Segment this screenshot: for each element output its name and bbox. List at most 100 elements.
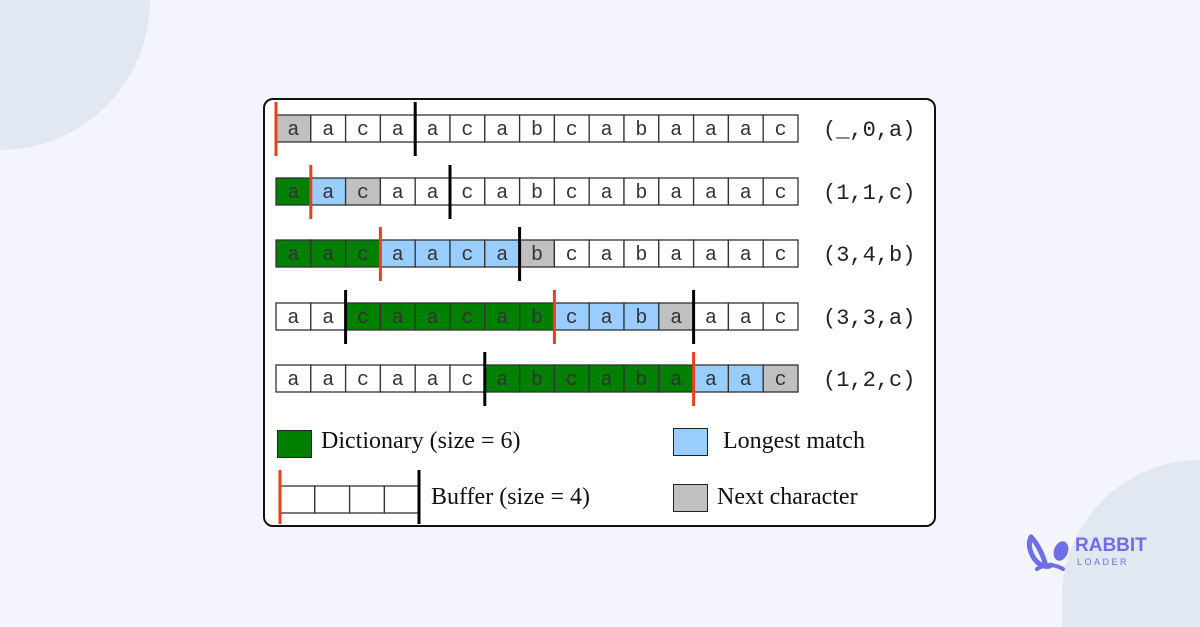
legend-dictionary-label: Dictionary (size = 6) <box>321 428 521 454</box>
sequence-cell <box>518 364 556 393</box>
cell-char: a <box>392 119 404 142</box>
cell-char: a <box>705 119 717 142</box>
cell-char: a <box>392 182 404 205</box>
cell-char: a <box>705 369 717 392</box>
cell-char: a <box>740 307 752 330</box>
sequence-cell <box>727 302 764 331</box>
cell-char: c <box>566 369 578 392</box>
cell-char: a <box>670 182 682 205</box>
output-tuple: (3,3,a) <box>823 306 915 331</box>
sequence-cell <box>344 114 382 143</box>
sequence-cell <box>344 239 382 268</box>
cell-char: a <box>427 244 439 267</box>
cell-char: c <box>357 244 369 267</box>
cell-char: b <box>635 369 647 392</box>
sequence-cell <box>379 364 416 393</box>
sequence-cell <box>275 364 312 393</box>
sequence-cell <box>553 239 590 268</box>
decor-circle-top-left <box>0 0 150 150</box>
legend-dictionary-swatch <box>277 430 312 458</box>
cell-char: a <box>392 244 404 267</box>
sequence-cell <box>449 114 486 143</box>
cell-char: b <box>531 307 543 330</box>
cell-char: b <box>531 244 543 267</box>
cell-char: a <box>322 119 334 142</box>
cell-char: a <box>496 369 508 392</box>
logo-brand-text: RABBIT <box>1075 535 1147 556</box>
output-tuple: (1,1,c) <box>823 181 915 206</box>
cell-char: a <box>322 369 334 392</box>
sequence-cell <box>762 239 799 268</box>
cell-char: a <box>601 119 613 142</box>
cell-char: a <box>427 182 439 205</box>
rabbit-ears-icon <box>1026 534 1069 571</box>
cell-char: c <box>461 182 473 205</box>
sequence-cell <box>658 302 695 331</box>
cell-char: c <box>461 307 473 330</box>
cell-char: a <box>705 307 717 330</box>
cell-char: b <box>635 307 647 330</box>
sequence-cell <box>449 302 486 331</box>
sequence-cell <box>518 114 556 143</box>
sequence-cell <box>310 239 347 268</box>
legend-buffer-cell <box>348 485 386 514</box>
legend-buffer-cell <box>314 485 351 514</box>
cell-char: c <box>566 244 578 267</box>
sequence-cell <box>518 177 556 206</box>
legend-buffer-label: Buffer (size = 4) <box>431 484 591 510</box>
sequence-cell <box>762 177 799 206</box>
sequence-cell <box>414 239 451 268</box>
cell-char: a <box>670 244 682 267</box>
cell-char: c <box>775 182 787 205</box>
cell-char: c <box>357 307 369 330</box>
sequence-cell <box>588 114 625 143</box>
legend-longest-match-label: Longest match <box>723 428 865 454</box>
cell-char: c <box>566 119 578 142</box>
cell-char: b <box>531 119 543 142</box>
sequence-cell <box>414 302 451 331</box>
sequence-cell <box>379 114 416 143</box>
cell-char: a <box>740 369 752 392</box>
cell-char: c <box>775 119 787 142</box>
sequence-cell <box>658 239 695 268</box>
sequence-cell <box>484 239 521 268</box>
cell-char: c <box>461 244 473 267</box>
cell-char: a <box>601 244 613 267</box>
sequence-cell <box>692 302 730 331</box>
sequence-cell <box>344 302 382 331</box>
sequence-cell <box>692 114 730 143</box>
cell-char: a <box>287 369 299 392</box>
cell-char: a <box>392 369 404 392</box>
sequence-cell <box>762 364 799 393</box>
sequence-cell <box>588 239 625 268</box>
cell-char: a <box>670 307 682 330</box>
cell-char: a <box>496 182 508 205</box>
cell-char: a <box>287 307 299 330</box>
cell-char: b <box>635 119 647 142</box>
cell-char: a <box>496 119 508 142</box>
cell-char: c <box>461 369 473 392</box>
cell-char: a <box>705 244 717 267</box>
sequence-cell <box>658 364 695 393</box>
cell-char: c <box>461 119 473 142</box>
sequence-cell <box>344 177 382 206</box>
sequence-cell <box>623 177 660 206</box>
sequence-cell <box>762 114 799 143</box>
sequence-cell <box>658 114 695 143</box>
sequence-cell <box>449 364 486 393</box>
cell-char: a <box>427 307 439 330</box>
legend-buffer-cell <box>383 485 420 514</box>
sequence-cell <box>727 114 764 143</box>
sequence-cell <box>623 114 660 143</box>
cell-char: a <box>496 244 508 267</box>
cell-char: b <box>635 182 647 205</box>
cell-char: b <box>635 244 647 267</box>
sequence-cell <box>275 177 312 206</box>
cell-char: a <box>740 244 752 267</box>
cell-char: c <box>775 244 787 267</box>
cell-char: a <box>427 119 439 142</box>
output-tuple: (_,0,a) <box>823 118 915 143</box>
sequence-cell <box>623 302 660 331</box>
sequence-cell <box>379 177 416 206</box>
legend-buffer-cell <box>279 485 316 514</box>
